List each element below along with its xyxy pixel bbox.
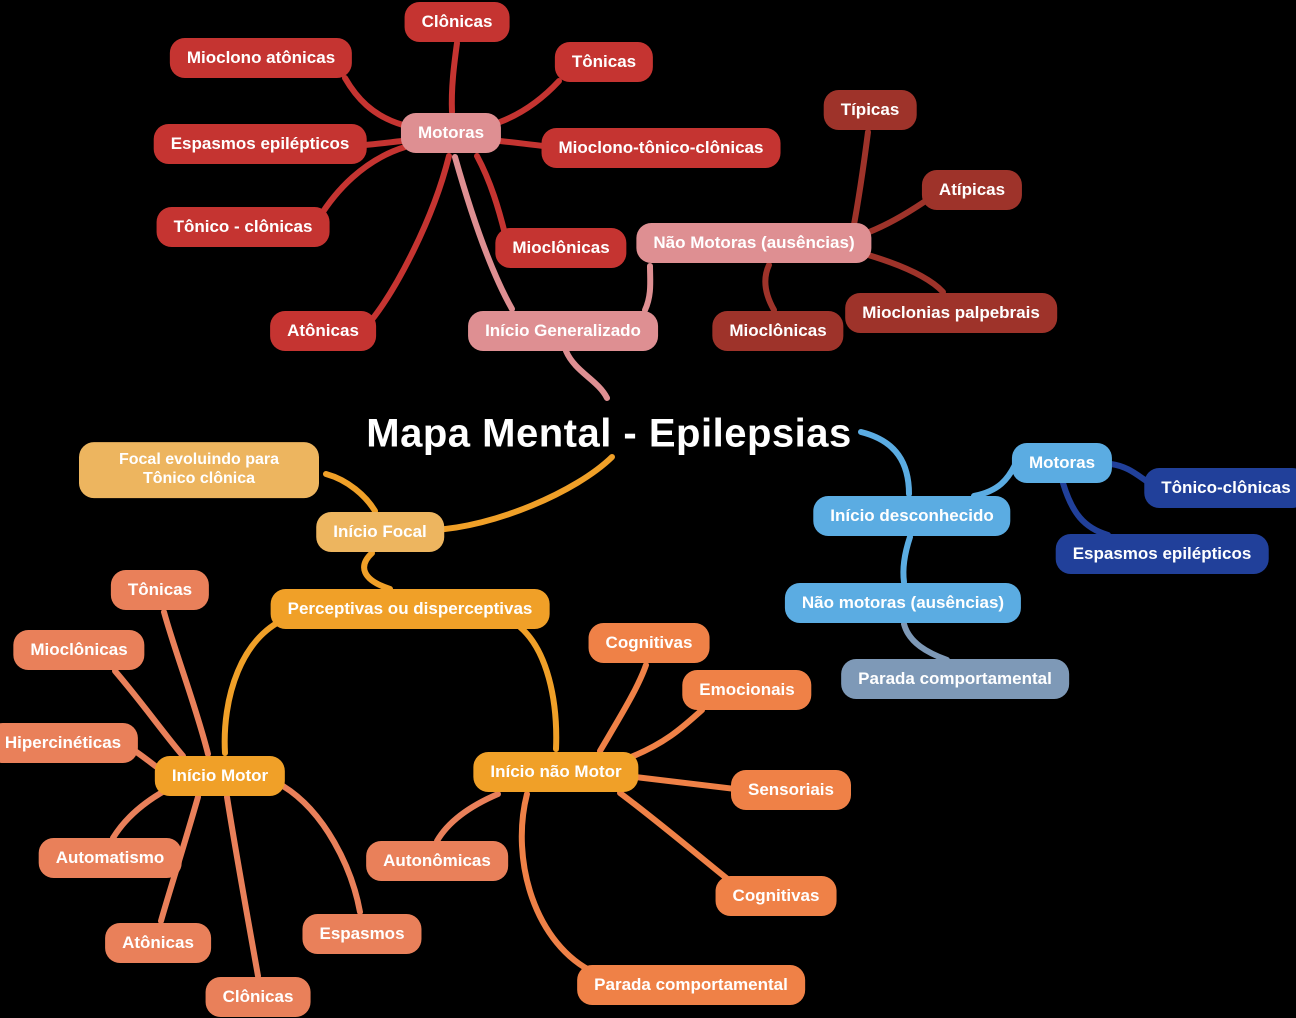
edge-inicio-desconhecido--desc-motoras [971, 462, 1018, 499]
node-motor-automatismo[interactable]: Automatismo [38, 837, 182, 879]
node-nm-emocionais[interactable]: Emocionais [682, 669, 812, 711]
edge-inicio-generalizado--gen-motoras [452, 154, 515, 312]
edge-gen-motoras--gen-mioclono-atonicas [342, 75, 406, 128]
node-nm-sensoriais[interactable]: Sensoriais [731, 769, 851, 811]
node-gen-mioclonicas[interactable]: Mioclônicas [495, 227, 627, 269]
edge-inicio-nao-motor--nm-cognitivas-1 [597, 662, 649, 754]
edge-root--inicio-desconhecido [858, 429, 912, 497]
node-gen-tonico-clonicas[interactable]: Tônico - clônicas [156, 206, 330, 248]
node-nm-parada-comportamental[interactable]: Parada comportamental [577, 964, 805, 1006]
edge-nao-motoras-ausencias--aus-mioclonias-palpebrais [855, 249, 946, 295]
edge-inicio-motor--motor-mioclonicas [112, 668, 186, 759]
edge-inicio-motor--motor-automatismo [110, 787, 169, 841]
node-motor-espasmos[interactable]: Espasmos [302, 913, 422, 955]
node-desc-espasmos-epilepticos[interactable]: Espasmos epilépticos [1055, 533, 1269, 575]
node-nm-cognitivas-1[interactable]: Cognitivas [588, 622, 710, 664]
node-desc-parada-comportamental[interactable]: Parada comportamental [841, 658, 1069, 700]
node-aus-mioclonicas[interactable]: Mioclônicas [712, 310, 844, 352]
edge-gen-motoras--gen-tonicas [497, 78, 562, 125]
edge-desc-nao-motoras--desc-parada-comportamental [901, 621, 950, 663]
node-motor-mioclonicas[interactable]: Mioclônicas [13, 629, 145, 671]
edge-inicio-nao-motor--nm-parada-comportamental [518, 791, 598, 976]
node-inicio-nao-motor[interactable]: Início não Motor [473, 751, 639, 793]
edge-nao-motoras-ausencias--aus-mioclonicas [762, 262, 777, 313]
node-desc-tonico-clonicas[interactable]: Tônico-clônicas [1144, 467, 1296, 509]
node-inicio-motor[interactable]: Início Motor [154, 755, 286, 797]
edge-nao-motoras-ausencias--aus-tipicas [850, 129, 871, 233]
node-gen-mioclono-tonico-clonicas[interactable]: Mioclono-tônico-clônicas [541, 127, 781, 169]
node-motor-atonicas[interactable]: Atônicas [105, 922, 211, 964]
edge-perceptivas--inicio-motor [221, 613, 295, 756]
node-desc-motoras[interactable]: Motoras [1011, 442, 1113, 484]
node-nm-cognitivas-2[interactable]: Cognitivas [715, 875, 837, 917]
node-inicio-focal[interactable]: Início Focal [316, 511, 444, 553]
node-motor-tonicas[interactable]: Tônicas [110, 569, 210, 611]
edge-inicio-nao-motor--nm-emocionais [628, 707, 705, 760]
root-topic[interactable]: Mapa Mental - Epilepsias [366, 411, 852, 456]
edge-desc-motoras--desc-espasmos-epilepticos [1060, 480, 1111, 538]
node-motor-clonicas[interactable]: Clônicas [205, 976, 311, 1018]
node-inicio-generalizado[interactable]: Início Generalizado [468, 310, 658, 352]
node-nao-motoras-ausencias[interactable]: Não Motoras (ausências) [636, 222, 872, 264]
node-perceptivas[interactable]: Perceptivas ou disperceptivas [270, 588, 550, 630]
edge-inicio-desconhecido--desc-nao-motoras [900, 534, 913, 585]
edge-inicio-nao-motor--nm-autonomicas [434, 791, 501, 844]
edge-root--inicio-focal [430, 454, 615, 533]
edge-inicio-focal--perceptivas [361, 550, 393, 592]
node-aus-atipicas[interactable]: Atípicas [921, 169, 1023, 211]
edge-gen-motoras--gen-mioclonicas [474, 153, 508, 237]
edge-gen-motoras--gen-tonico-clonicas [316, 144, 408, 221]
node-gen-motoras[interactable]: Motoras [400, 112, 502, 154]
edge-inicio-motor--motor-tonicas [161, 609, 211, 757]
node-aus-mioclonias-palpebrais[interactable]: Mioclonias palpebrais [845, 292, 1057, 334]
node-gen-espasmos-epilepticos[interactable]: Espasmos epilépticos [153, 123, 367, 165]
edge-gen-motoras--gen-atonicas [367, 153, 452, 325]
edge-inicio-focal--focal-evoluindo [323, 471, 378, 514]
node-gen-atonicas[interactable]: Atônicas [270, 310, 376, 352]
edge-inicio-generalizado--nao-motoras-ausencias [642, 263, 654, 313]
node-gen-mioclono-atonicas[interactable]: Mioclono atônicas [169, 37, 353, 79]
edge-inicio-motor--motor-espasmos [280, 783, 363, 915]
node-focal-evoluindo[interactable]: Focal evoluindo para Tônico clônica [79, 442, 319, 498]
node-nm-autonomicas[interactable]: Autonômicas [366, 840, 508, 882]
edge-perceptivas--inicio-nao-motor [517, 624, 560, 752]
edge-inicio-nao-motor--nm-cognitivas-2 [617, 790, 733, 884]
node-desc-nao-motoras[interactable]: Não motoras (ausências) [784, 582, 1022, 624]
node-aus-tipicas[interactable]: Típicas [823, 89, 917, 131]
edge-inicio-nao-motor--nm-sensoriais [632, 774, 747, 793]
node-motor-hipercineticas[interactable]: Hipercinéticas [0, 722, 139, 764]
edge-inicio-motor--motor-clonicas [224, 794, 261, 979]
node-gen-tonicas[interactable]: Tônicas [554, 41, 654, 83]
edge-inicio-generalizado--root [563, 348, 610, 401]
edge-gen-motoras--gen-clonicas [448, 40, 460, 115]
node-inicio-desconhecido[interactable]: Início desconhecido [813, 495, 1011, 537]
node-gen-clonicas[interactable]: Clônicas [404, 1, 510, 43]
